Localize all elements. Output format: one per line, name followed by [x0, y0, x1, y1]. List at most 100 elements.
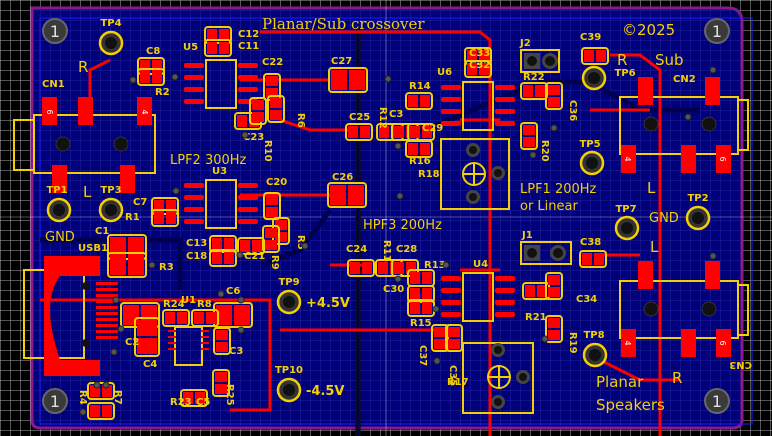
designator-r14: R14 — [409, 81, 431, 92]
testpoint-tp8[interactable]: TP8 — [582, 330, 608, 368]
passive-c13[interactable] — [209, 235, 237, 253]
header-j1[interactable] — [520, 241, 572, 265]
designator-r13: R13 — [424, 260, 446, 271]
passive-c38[interactable] — [579, 250, 607, 268]
passive-pad — [207, 42, 217, 54]
passive-c36[interactable] — [545, 82, 563, 110]
passive-pad — [448, 327, 460, 337]
passive-c27[interactable] — [328, 67, 368, 93]
passive-pad — [219, 42, 229, 54]
tp4-label: TP4 — [100, 18, 121, 29]
testpoint-tp9[interactable]: TP9 — [276, 277, 302, 315]
passive-r14[interactable] — [405, 92, 433, 110]
cn1-r-label: R — [78, 58, 88, 76]
designator-c32: C32 — [469, 60, 490, 71]
passive-r2[interactable] — [137, 68, 165, 86]
passive-r3[interactable] — [107, 252, 147, 278]
passive-c37[interactable] — [431, 324, 449, 352]
ic-u5[interactable] — [441, 272, 515, 322]
testpoint-tp6[interactable]: TP6 — [581, 65, 636, 91]
testpoint-tp10[interactable]: TP10 — [275, 365, 303, 403]
testpoint-tp2[interactable]: TP2 — [685, 193, 711, 231]
passive-c11[interactable] — [204, 39, 232, 57]
ic-u3[interactable] — [184, 179, 258, 229]
passive-r10[interactable] — [249, 97, 267, 125]
designator-c22: C22 — [262, 57, 283, 68]
ic-u6[interactable] — [441, 81, 515, 131]
passive-c20[interactable] — [263, 192, 281, 220]
u1-label: U1 — [181, 295, 196, 306]
passive-c33[interactable] — [464, 47, 492, 65]
passive-c26[interactable] — [327, 182, 367, 208]
passive-pad — [596, 50, 606, 62]
passive-c39[interactable] — [581, 47, 609, 65]
passive-r7[interactable] — [87, 402, 115, 420]
passive-outline — [204, 39, 232, 57]
passive-r23[interactable] — [180, 389, 208, 407]
passive-pad — [166, 200, 176, 212]
passive-pad — [275, 220, 287, 230]
passive-r8[interactable] — [191, 309, 219, 327]
passive-pad — [594, 253, 604, 265]
designator-c11: C11 — [238, 41, 259, 52]
testpoint-tp4[interactable]: TP4 — [98, 18, 124, 56]
designator-r25: R25 — [224, 384, 235, 406]
passive-pad — [422, 302, 432, 314]
passive-pad — [234, 305, 250, 325]
passive-pad — [207, 29, 217, 41]
passive-c7[interactable] — [151, 197, 179, 215]
passive-pad — [330, 185, 346, 205]
passive-pad — [350, 262, 360, 274]
mounting-hole-top-left[interactable]: 1 — [42, 18, 68, 44]
passive-outline — [545, 82, 563, 110]
passive-c4[interactable] — [134, 317, 160, 357]
connector-cn1[interactable]: 6 4 — [13, 97, 156, 193]
passive-pad — [548, 318, 560, 328]
designator-r7: R7 — [112, 390, 123, 405]
mounting-hole-top-right[interactable]: 1 — [704, 18, 730, 44]
passive-pad — [479, 63, 489, 75]
passive-r4[interactable] — [87, 382, 115, 400]
passive-r25[interactable] — [212, 369, 230, 397]
passive-r9[interactable] — [262, 225, 280, 253]
passive-pad — [110, 255, 126, 275]
ic-u1[interactable] — [168, 326, 209, 366]
passive-c28[interactable] — [391, 259, 419, 277]
connector-usb1[interactable] — [23, 256, 118, 376]
passive-c34[interactable] — [545, 272, 563, 300]
passive-outline — [431, 324, 449, 352]
passive-r24[interactable] — [162, 309, 190, 327]
ic-u4[interactable] — [184, 59, 258, 109]
board-title: Planar/Sub crossover — [262, 15, 425, 33]
passive-c35[interactable] — [445, 324, 463, 352]
passive-pad — [422, 126, 432, 138]
passive-c3[interactable] — [213, 327, 231, 355]
mounting-hole-bottom-left[interactable]: 1 — [42, 388, 68, 414]
passive-c12[interactable] — [204, 26, 232, 44]
header-j2[interactable] — [520, 49, 560, 73]
trimpot-r18[interactable] — [440, 138, 510, 210]
passive-pad — [275, 232, 287, 242]
testpoint-tp3[interactable]: TP3 — [98, 185, 124, 223]
passive-pad — [102, 405, 112, 417]
passive-r19[interactable] — [545, 315, 563, 343]
passive-c30[interactable] — [407, 285, 435, 303]
passive-r16[interactable] — [405, 140, 433, 158]
usb1-label: USB1 — [78, 243, 108, 254]
testpoint-tp5[interactable]: TP5 — [579, 139, 605, 176]
testpoint-tp1[interactable]: TP1 — [46, 185, 72, 223]
mounting-hole-bottom-right[interactable]: 1 — [704, 388, 730, 414]
trimpot-r17[interactable] — [462, 342, 534, 414]
passive-r6[interactable] — [267, 95, 285, 123]
passive-c18[interactable] — [209, 249, 237, 267]
passive-c8[interactable] — [137, 57, 165, 75]
passive-c32[interactable] — [464, 60, 492, 78]
passive-r1[interactable] — [151, 209, 179, 227]
connector-cn2[interactable]: 4 6 — [619, 77, 749, 173]
passive-r20[interactable] — [520, 122, 538, 150]
passive-c25[interactable] — [345, 123, 373, 141]
passive-c24[interactable] — [347, 259, 375, 277]
connector-cn3[interactable]: 4 6 — [619, 261, 749, 357]
testpoint-tp7[interactable]: TP7 — [614, 204, 640, 241]
